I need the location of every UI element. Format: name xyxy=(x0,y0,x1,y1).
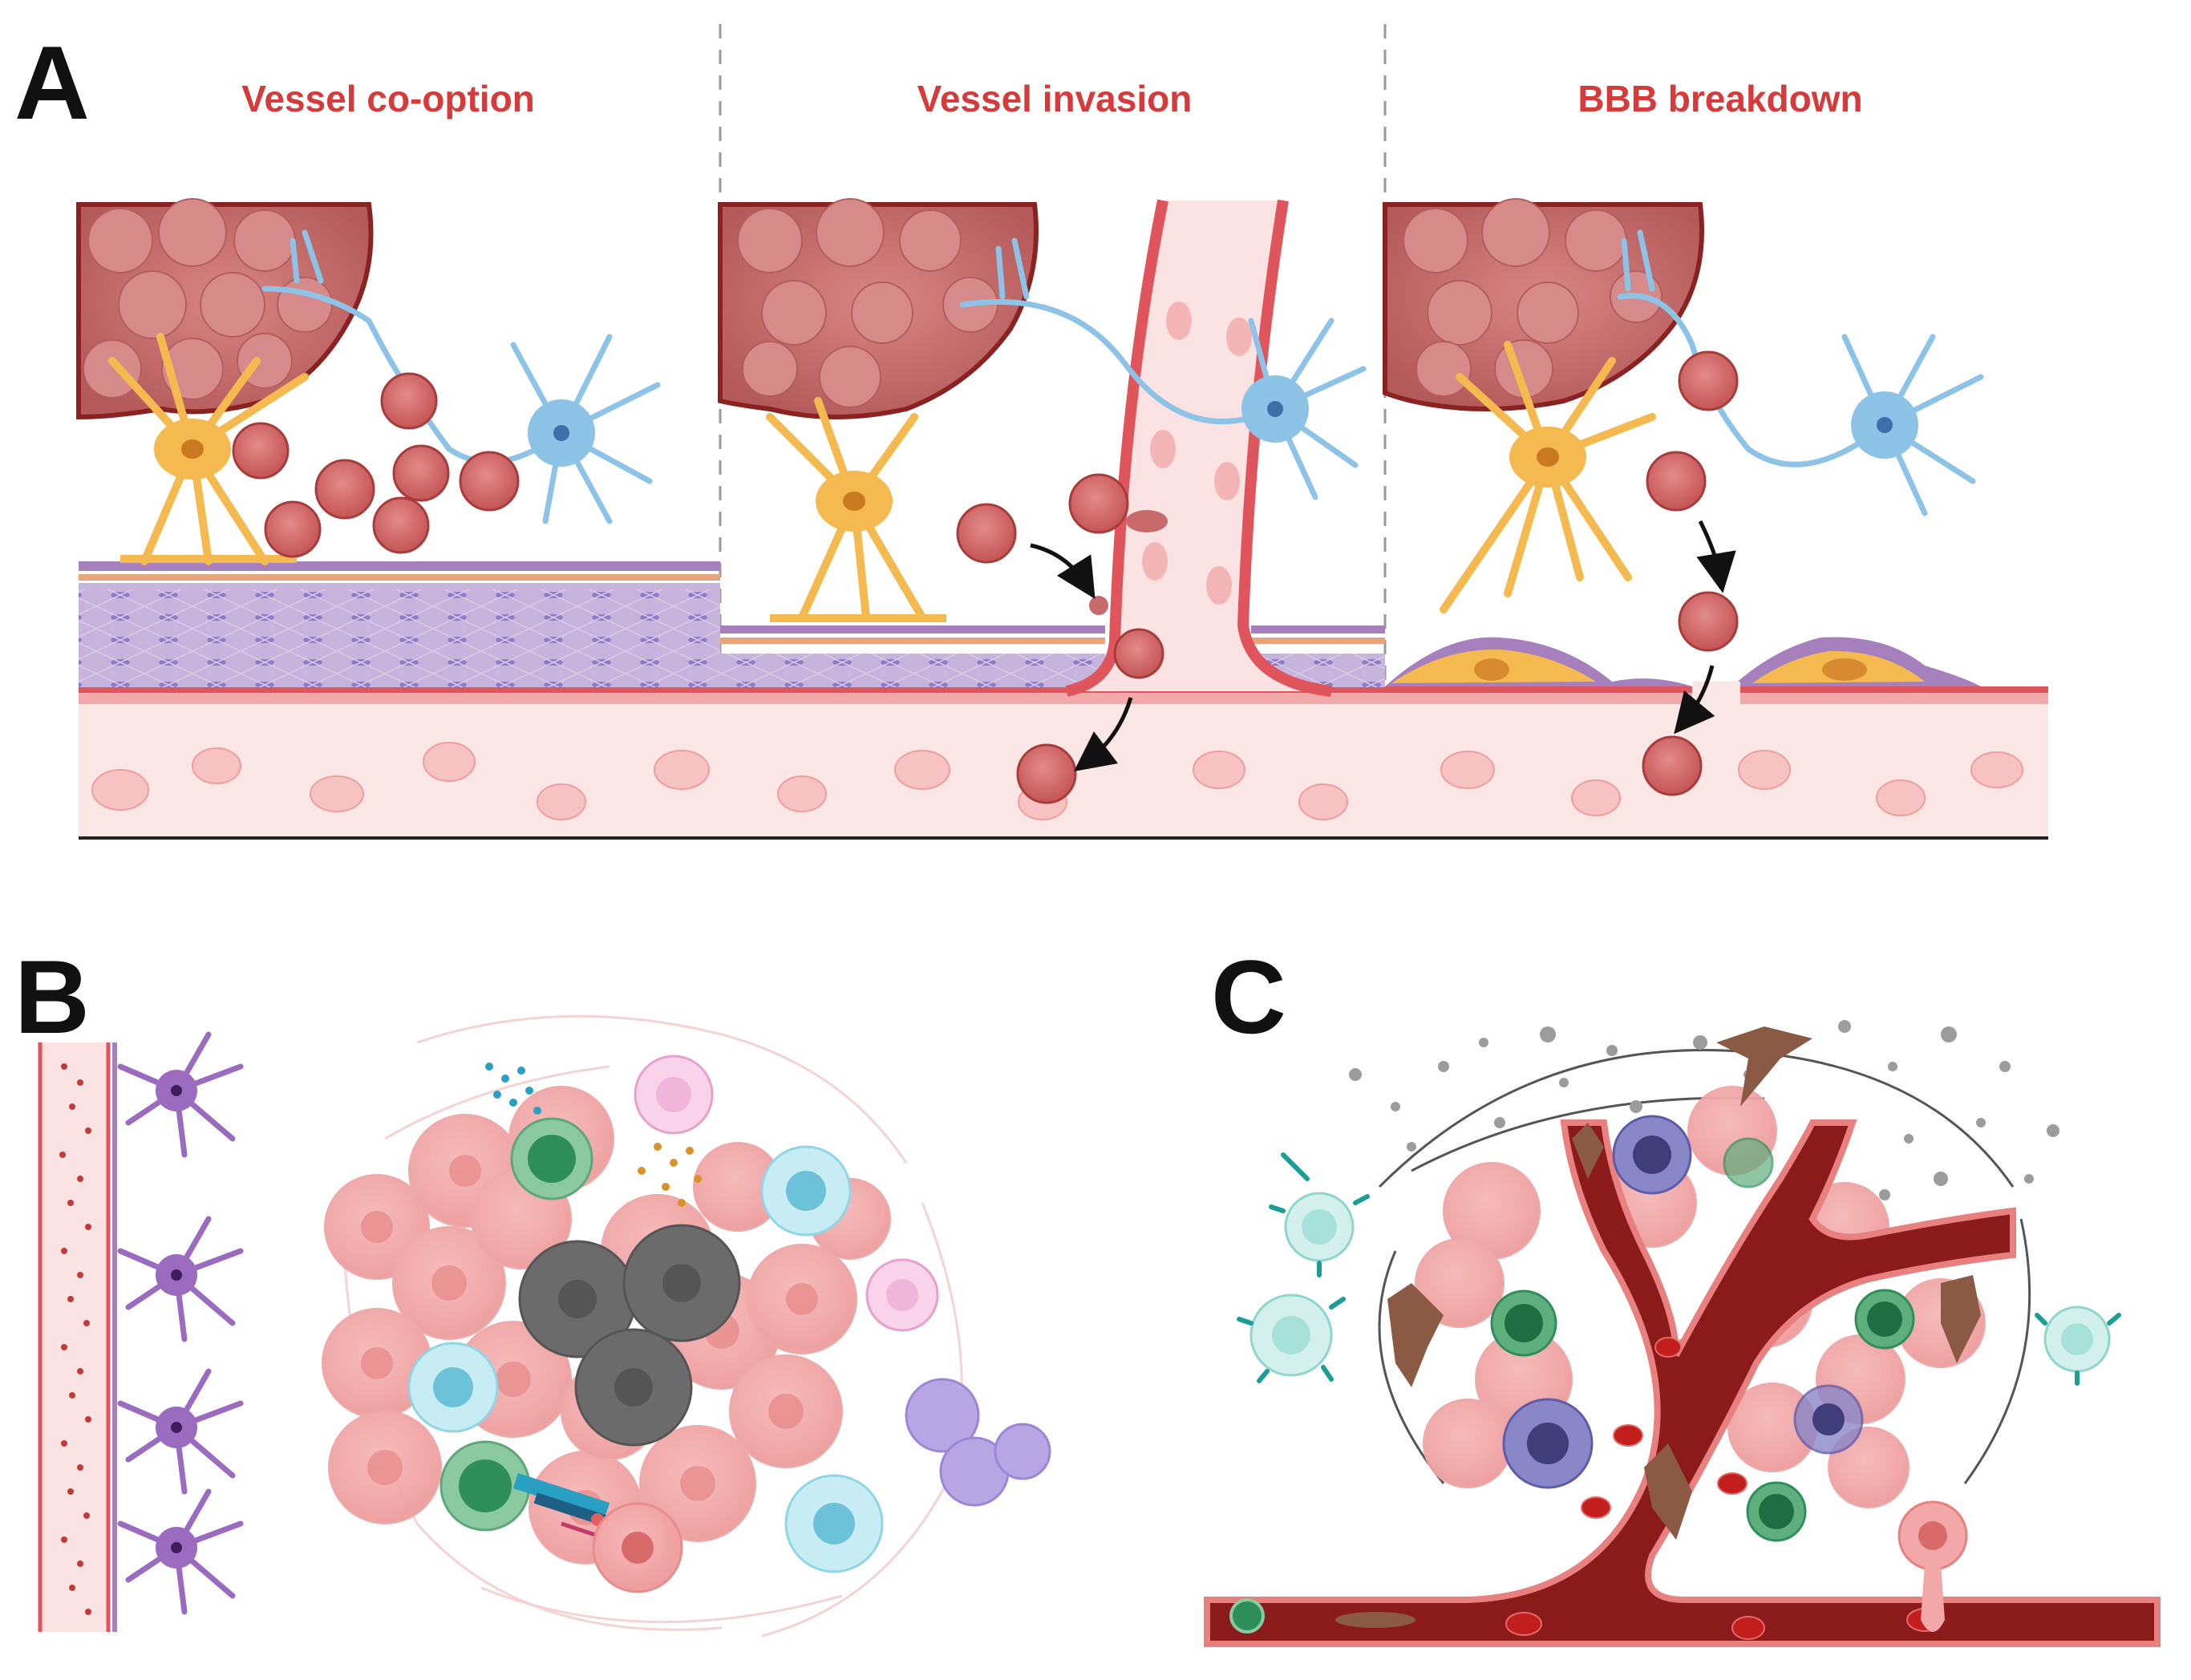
dendritic-cells-c xyxy=(1502,1115,1864,1489)
tumor-cells-a2 xyxy=(956,473,1164,804)
granulocytes-b xyxy=(634,1055,939,1332)
receptors-c xyxy=(1237,1152,2121,1386)
arrow-a2-2 xyxy=(1074,697,1133,772)
macrophages-c xyxy=(1249,1192,2111,1377)
title-vessel-co-option: Vessel co-option xyxy=(241,78,535,119)
title-bbb-breakdown: BBB breakdown xyxy=(1577,78,1863,119)
title-vessel-invasion: Vessel invasion xyxy=(917,78,1193,119)
vessel-strip-b xyxy=(40,1042,108,1632)
arrow-a2-1 xyxy=(1030,543,1096,599)
vessel-strip-rbcs xyxy=(59,1063,91,1615)
macrophages-b xyxy=(407,1145,884,1573)
a3-bbb-breakdown xyxy=(1383,198,1984,796)
panel-c-letter: C xyxy=(1211,938,1286,1055)
panel-a-letter: A xyxy=(14,24,90,141)
panel-a xyxy=(76,24,2048,840)
fibroblasts-c xyxy=(1387,1026,1981,1540)
a2-vessel-invasion xyxy=(718,198,1385,804)
t-cells-c xyxy=(1490,1137,1915,1542)
b-cells-b xyxy=(905,1378,1051,1507)
pericyte-c xyxy=(1335,1612,1415,1628)
extracellular-vesicles-c xyxy=(1349,1020,2059,1232)
tumor-cells-a3 xyxy=(1642,350,1739,796)
t-cells-b xyxy=(439,1117,593,1532)
extravasating-cell-c xyxy=(1897,1500,1968,1632)
cytokines-blue xyxy=(485,1063,541,1115)
vessel-tree-c xyxy=(1204,1119,2161,1647)
arrow-a3-1 xyxy=(1696,520,1736,593)
endothelium-a xyxy=(79,691,2048,704)
cytokines-orange xyxy=(638,1143,702,1207)
panel-b-letter: B xyxy=(14,938,90,1055)
panel-c xyxy=(1204,1020,2161,1647)
panel-b xyxy=(38,1014,1051,1637)
astrocytes-b xyxy=(117,1031,244,1615)
a1-vessel-co-option xyxy=(76,198,720,687)
smooth-muscle-a2 xyxy=(720,654,1105,687)
tumor-cells-a1 xyxy=(232,372,520,558)
arrow-a3-2 xyxy=(1674,665,1715,735)
smooth-muscle-a1 xyxy=(79,589,720,687)
